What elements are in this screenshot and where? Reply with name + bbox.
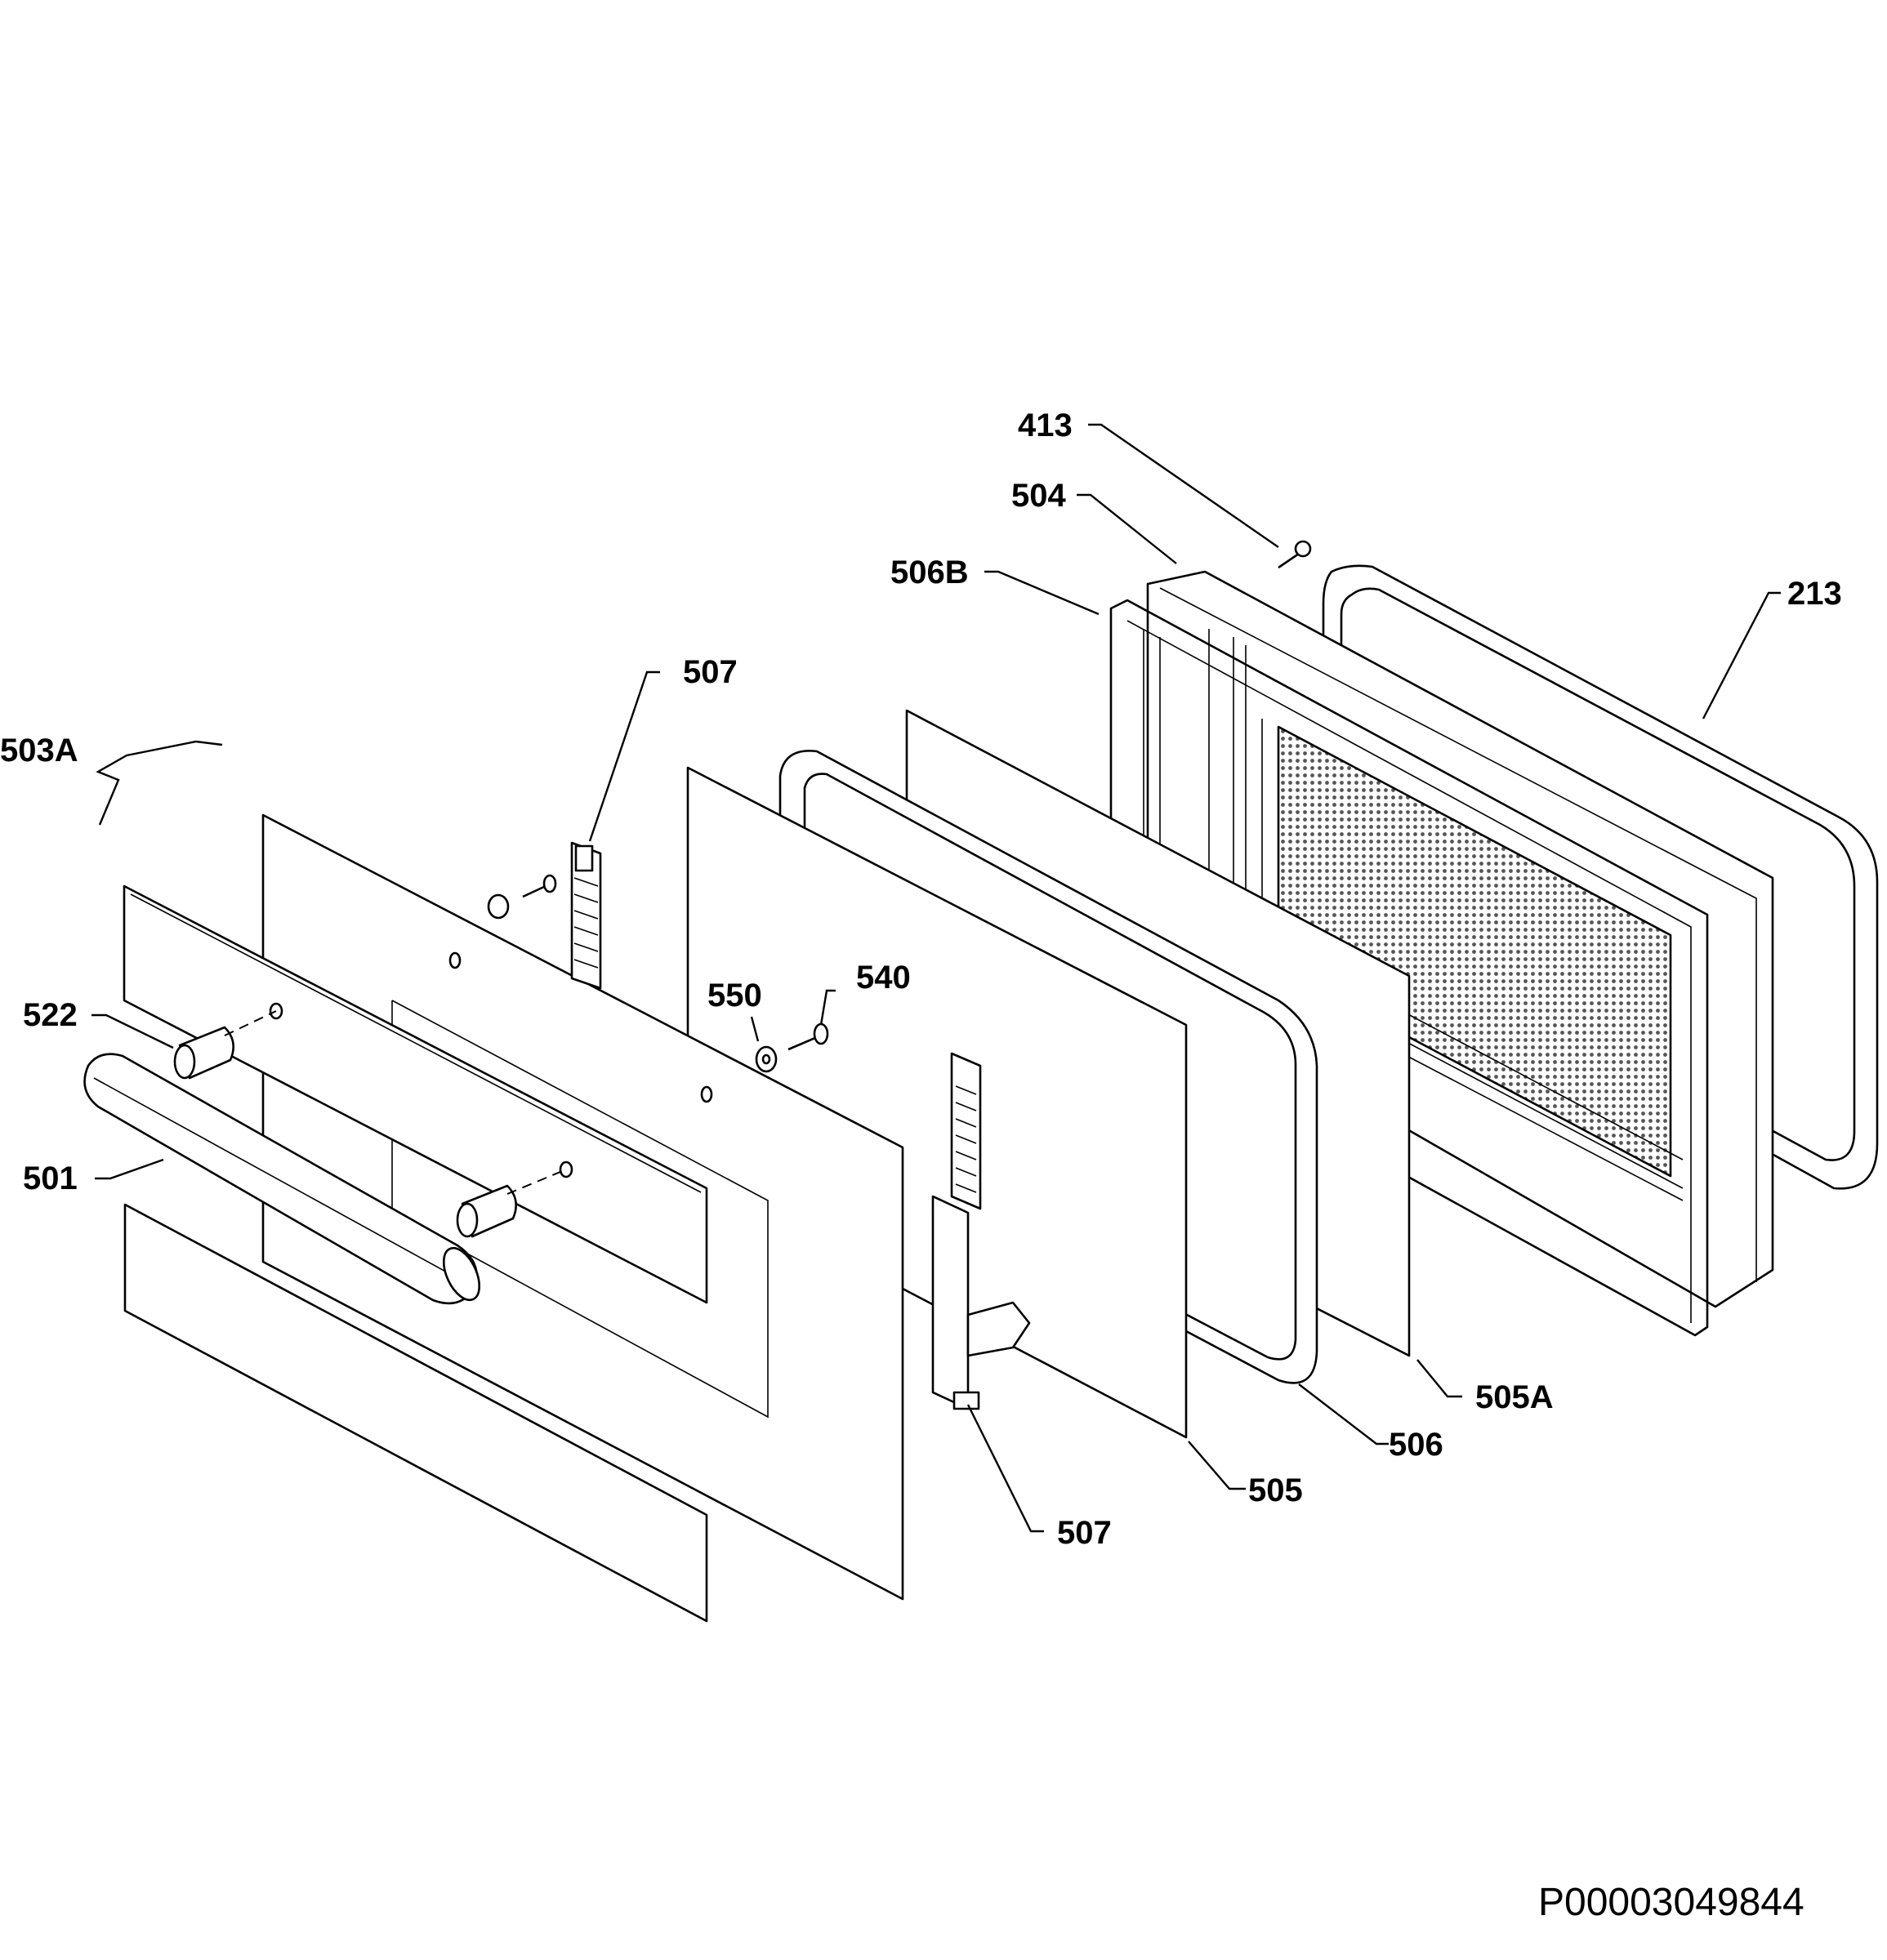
label-540: 540 xyxy=(856,960,911,996)
screw-upper xyxy=(487,874,557,920)
label-505: 505 xyxy=(1248,1472,1303,1508)
document-number: P00003049844 xyxy=(1538,1881,1804,1924)
inner-door-panel xyxy=(1146,570,1774,1308)
hinge-bottom xyxy=(931,1052,1031,1410)
hinge-top xyxy=(570,841,602,990)
label-504: 504 xyxy=(1011,478,1066,514)
leader-lines xyxy=(91,423,1781,1533)
callout-labels: 413 504 506B 213 507 503A 522 550 540 50… xyxy=(0,408,1842,1551)
label-213: 213 xyxy=(1787,576,1842,612)
screw-413 xyxy=(1278,540,1312,569)
door-handle xyxy=(83,1053,481,1305)
label-413: 413 xyxy=(1018,408,1073,443)
label-550: 550 xyxy=(707,978,762,1013)
label-522: 522 xyxy=(23,997,78,1033)
label-507-top: 507 xyxy=(683,654,738,690)
label-505A: 505A xyxy=(1475,1379,1554,1415)
label-507-bottom: 507 xyxy=(1057,1515,1112,1551)
label-503A: 503A xyxy=(0,733,78,768)
label-506: 506 xyxy=(1389,1427,1443,1463)
assembly-line-right xyxy=(506,1169,567,1195)
handle-support-right xyxy=(456,1184,517,1238)
lower-trim-strip xyxy=(123,1203,708,1623)
assembly-line-left xyxy=(224,1010,277,1036)
washer-550 xyxy=(755,1045,778,1073)
label-501: 501 xyxy=(23,1160,78,1196)
label-506B: 506B xyxy=(890,555,969,590)
handle-support-left xyxy=(173,1026,234,1080)
upper-trim-strip xyxy=(123,884,708,1304)
